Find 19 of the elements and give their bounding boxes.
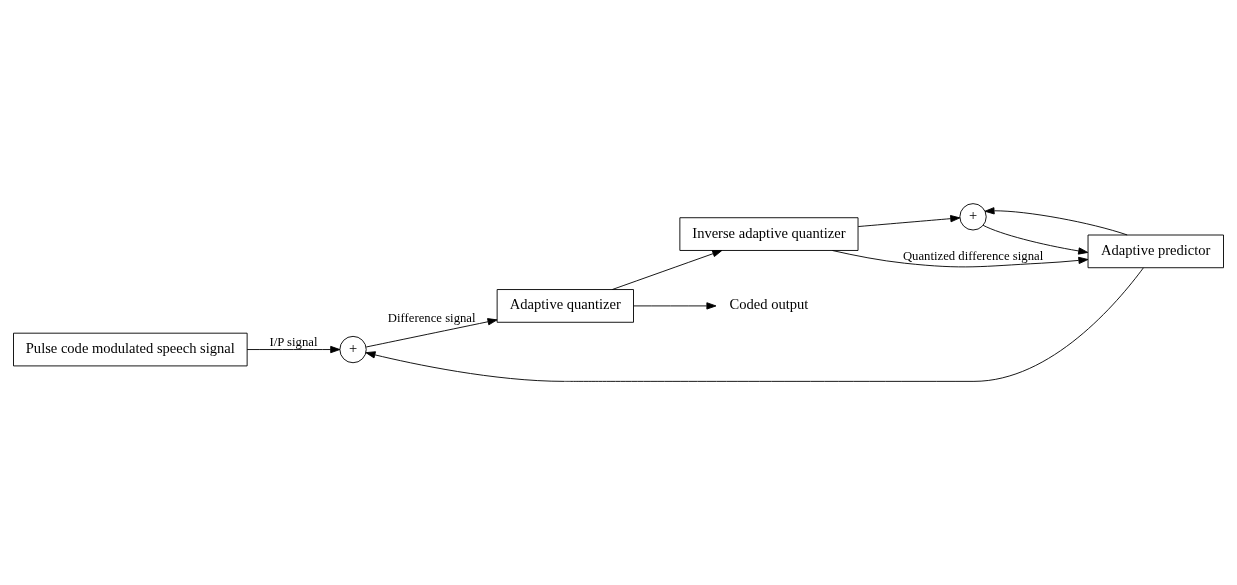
arrow [831,250,1089,268]
arrow [611,250,723,290]
arrow [633,302,717,310]
node-circle: + [339,335,367,364]
node-circle: + [959,203,987,231]
arrow [982,224,1089,255]
edge-label: Quantized difference signal [902,248,1044,263]
arrow [246,345,341,354]
node-box: Inverse adaptive quantizer [679,217,859,251]
edge-label: I/P signal [269,335,318,350]
node-box: Adaptive predictor [1087,234,1224,269]
arrow [857,215,961,227]
node-text: Coded output [729,296,809,313]
arrow [984,207,1128,236]
edge-label: Difference signal [387,311,476,326]
node-box: Pulse code modulated speech signal [13,332,248,367]
arrow [365,267,1144,382]
node-box: Adaptive quantizer [496,289,634,323]
arrow [365,318,498,348]
